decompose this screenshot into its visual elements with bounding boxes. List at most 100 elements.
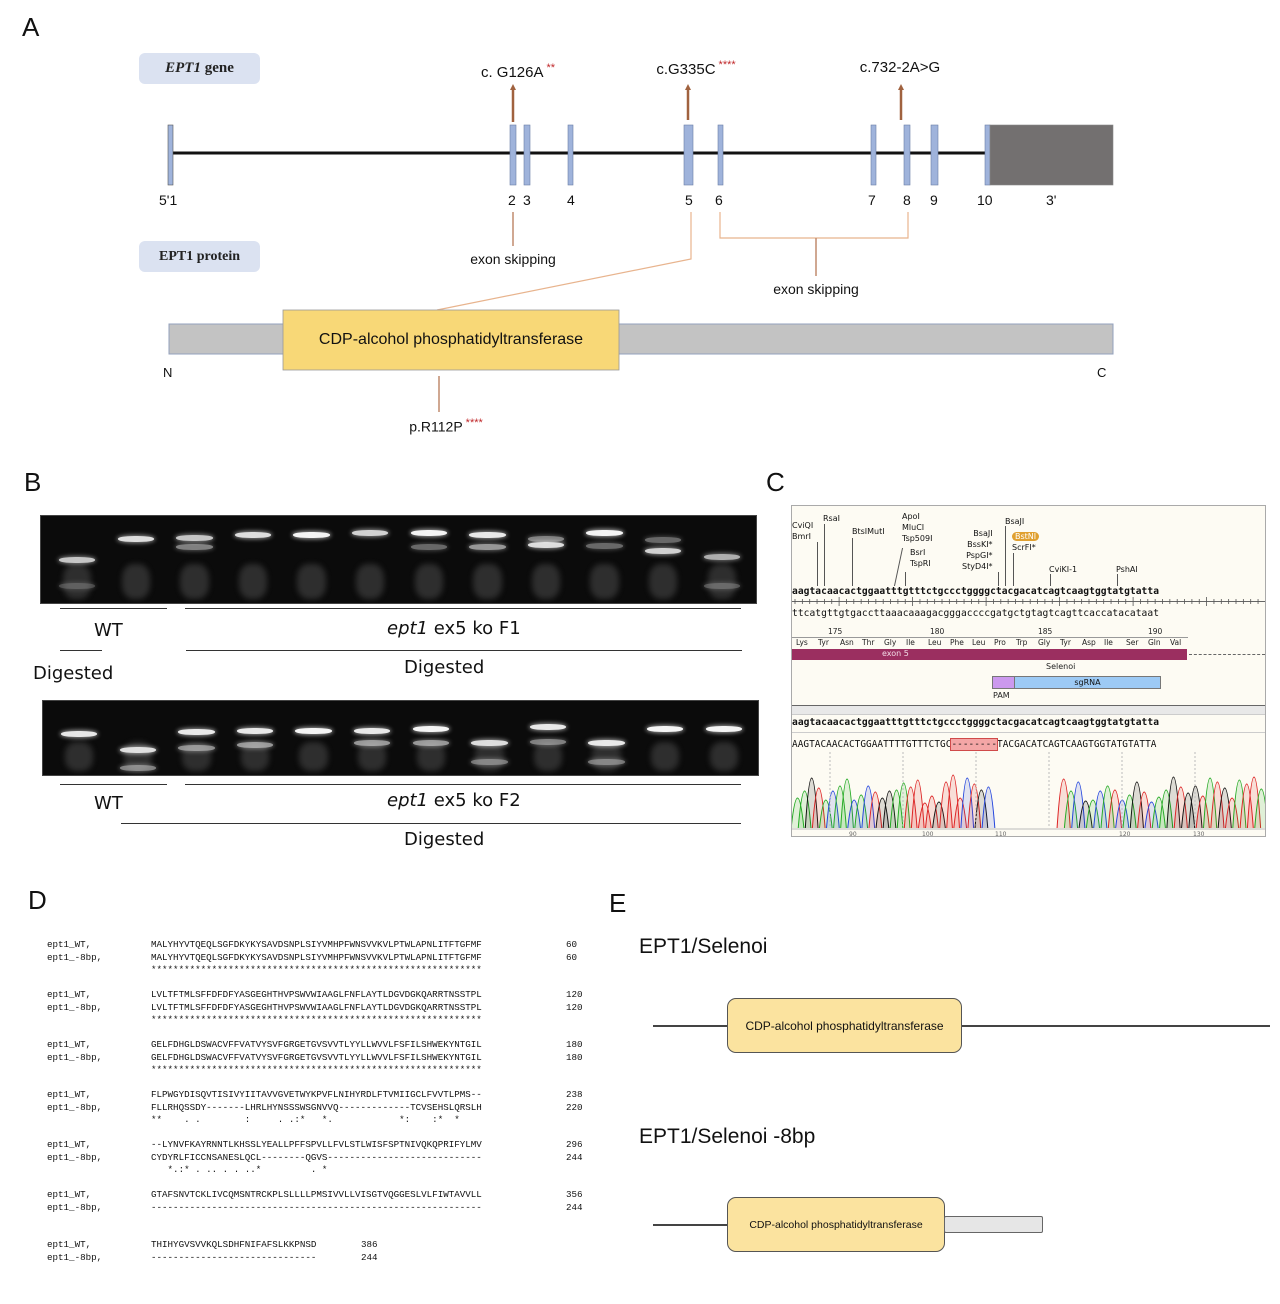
bottom-strand-sequence: ttcatgttgtgaccttaaacaaagacgggaccccgatgct…	[792, 608, 1160, 619]
gel-band	[588, 758, 625, 765]
cut-site-tick	[1005, 526, 1006, 586]
gel-band	[59, 556, 96, 563]
protein-line-c	[961, 1025, 1270, 1027]
gel-smear	[414, 563, 443, 599]
gel-lane	[176, 516, 213, 603]
gel-smear	[63, 563, 92, 599]
exon-6	[717, 124, 724, 186]
enzyme-label-group: BsaJI	[1005, 517, 1025, 526]
trace-peak	[910, 779, 925, 829]
gel-smear	[356, 563, 385, 599]
protein-domain-label: CDP-alcohol phosphatidyltransferase	[318, 331, 584, 348]
gene-name: EPT1	[165, 60, 201, 76]
deletion-highlight: --------	[950, 738, 999, 751]
arrowhead-icon	[898, 84, 904, 90]
alignment-sequence: ----------------------------------------…	[151, 1201, 482, 1213]
alignment-position: 386	[361, 1239, 378, 1250]
trace-peak	[1246, 776, 1262, 829]
domain-box-mutant: CDP-alcohol phosphatidyltransferase	[727, 1197, 945, 1252]
trace-peak	[1056, 778, 1071, 829]
gel-band	[412, 740, 449, 747]
cut-site-tick	[893, 548, 904, 586]
alignment-sequence: MALYHYVTQEQLSGFDKYKYSAVDSNPLSIYVMHPFWNSV…	[151, 951, 482, 963]
alignment-position: 244	[361, 1251, 378, 1263]
frameshift-tail	[944, 1216, 1043, 1233]
alignment-sequence: GELFDHGLDSWACVFFVATVYSVFGRGETGVSVVTLYYLL…	[151, 1051, 482, 1063]
mutation-label-g335c: c.G335C****	[656, 59, 736, 78]
alignment-seq-name: ept1_WT,	[47, 1239, 92, 1250]
cut-site-tick	[998, 572, 999, 586]
bstni-highlight[interactable]: BstNI	[1012, 532, 1040, 541]
ko-digested-line	[186, 650, 742, 651]
alignment-position: 296	[566, 1139, 583, 1150]
position-190: 190	[1148, 627, 1163, 636]
trace-peak	[960, 777, 975, 829]
exon-5-feature[interactable]: exon 5	[792, 649, 1187, 660]
wt-group-line	[60, 608, 167, 609]
wt-group-label: WT	[94, 793, 123, 814]
gel-band	[647, 726, 684, 733]
trace-peak	[1166, 776, 1181, 829]
gel-lane	[234, 516, 272, 603]
alignment-consensus: ****************************************…	[151, 1064, 482, 1075]
trace-peak	[1100, 785, 1115, 829]
gene-name-label: Selenoi	[1046, 662, 1076, 671]
gel-smear	[358, 741, 387, 772]
alignment-consensus: ** . . : . .:* *. *: :* *	[151, 1114, 460, 1125]
arrowhead-icon	[510, 84, 516, 90]
digested-line	[121, 823, 741, 824]
gel-band	[236, 742, 274, 749]
ruler-line	[792, 601, 1265, 602]
gel-band	[471, 740, 508, 747]
mutation-label-g126a: c. G126A**	[480, 62, 556, 81]
gel-lane	[527, 516, 565, 603]
amino-acid: Asn	[840, 638, 854, 647]
gel-lane	[529, 701, 567, 775]
gel-smear	[121, 563, 150, 599]
protein-line-n	[653, 1224, 729, 1226]
aa-divider	[792, 637, 1188, 638]
cut-site-tick	[824, 524, 825, 586]
gel-lane	[410, 516, 447, 603]
split-pane-divider[interactable]	[792, 705, 1265, 715]
amino-acid: Leu	[928, 638, 942, 647]
trace-axis-label: 100	[922, 831, 934, 836]
trace-peak	[967, 783, 982, 829]
gel-image-f2	[42, 700, 759, 776]
pam-feature[interactable]	[992, 676, 1015, 689]
alignment-consensus: *.:* . .. . . ..* . *	[151, 1164, 328, 1175]
position-180: 180	[930, 627, 945, 636]
exon-4	[567, 124, 574, 186]
gel-smear	[299, 741, 328, 772]
gel-lane	[59, 516, 96, 603]
enzyme-label-group: RsaI	[823, 514, 840, 523]
amino-acid: Ile	[906, 638, 915, 647]
ko-group-line	[185, 608, 741, 609]
alignment-position: 244	[566, 1151, 583, 1163]
exon-number: 5'1	[159, 192, 178, 208]
gel-band	[410, 544, 447, 551]
trace-peak	[1173, 786, 1188, 829]
amino-acid: Phe	[950, 638, 964, 647]
amino-acid: Gly	[1038, 638, 1051, 647]
gel-band	[703, 582, 740, 589]
ko-f2-group-label: ept1 ex5 ko F2	[387, 790, 521, 811]
trace-peak	[932, 801, 946, 829]
sgrna-feature[interactable]: sgRNA	[1014, 676, 1161, 689]
gel-band	[176, 534, 213, 541]
trace-peak	[1129, 781, 1144, 829]
panel-c-letter: C	[766, 467, 785, 497]
gel-band	[586, 543, 623, 550]
trace-peak	[896, 782, 911, 829]
digested-label: Digested	[404, 829, 485, 850]
trace-peak	[1151, 796, 1166, 829]
alignment-sequence: ------------------------------	[151, 1251, 317, 1263]
cut-site-tick	[905, 572, 906, 586]
gel-lane	[703, 516, 740, 603]
gel-image-f1	[40, 515, 757, 604]
utr-3prime-box	[989, 124, 1114, 186]
gel-lane	[588, 701, 625, 775]
amino-acid: Gly	[884, 638, 897, 647]
gel-lane	[119, 701, 156, 775]
